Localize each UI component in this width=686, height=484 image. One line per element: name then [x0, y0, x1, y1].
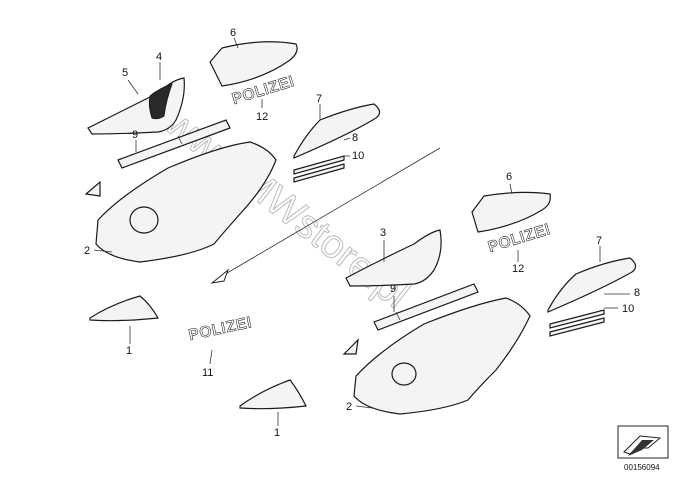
callout-7b: 7: [596, 235, 602, 247]
part-1-b: [239, 379, 307, 410]
callout-2a: 2: [84, 245, 90, 257]
polizei-decal-11: POLIZEI: [187, 314, 254, 344]
stripe-8a: [293, 155, 345, 175]
callout-8a: 8: [352, 132, 358, 144]
callout-7a: 7: [316, 93, 322, 105]
stripe-8b: [549, 309, 605, 329]
part-5-insert: [148, 83, 173, 120]
small-triangle-b: [342, 338, 359, 355]
split-arrow: [210, 147, 441, 284]
speaker-hole-a: [129, 206, 159, 234]
stripe-10b: [549, 317, 605, 337]
part-6-panel-b: [471, 191, 551, 233]
callout-6b: 6: [506, 171, 512, 183]
speaker-hole-b: [391, 362, 417, 386]
callout-8b: 8: [634, 287, 640, 299]
callout-11: 11: [202, 367, 213, 379]
callout-6a: 6: [230, 27, 236, 39]
part-9-strip: [117, 119, 231, 169]
callout-12b: 12: [512, 263, 524, 275]
part-1-a: [89, 295, 159, 322]
part-2-door-panel-b: [353, 297, 531, 415]
callout-9b: 9: [390, 283, 396, 295]
callout-5: 5: [122, 67, 128, 79]
callout-1b: 1: [274, 427, 280, 439]
callout-4: 4: [156, 51, 162, 63]
doc-logo: [617, 425, 669, 459]
part-7-panel-b: [547, 257, 637, 313]
callout-10a: 10: [352, 150, 364, 162]
part-3-trim: [345, 229, 442, 287]
part-6-panel: [209, 41, 298, 87]
callout-12a: 12: [256, 111, 268, 123]
callout-1a: 1: [126, 345, 132, 357]
callout-2b: 2: [346, 401, 352, 413]
callout-10b: 10: [622, 303, 634, 315]
callout-3: 3: [380, 227, 386, 239]
part-9-strip-b: [373, 283, 479, 331]
stripe-10a: [293, 163, 345, 183]
small-triangle-a: [84, 180, 101, 197]
doc-number: 00156094: [624, 463, 660, 472]
callout-9a: 9: [132, 129, 138, 141]
part-7-panel-a: [293, 103, 381, 159]
arrow-head: [210, 268, 230, 284]
